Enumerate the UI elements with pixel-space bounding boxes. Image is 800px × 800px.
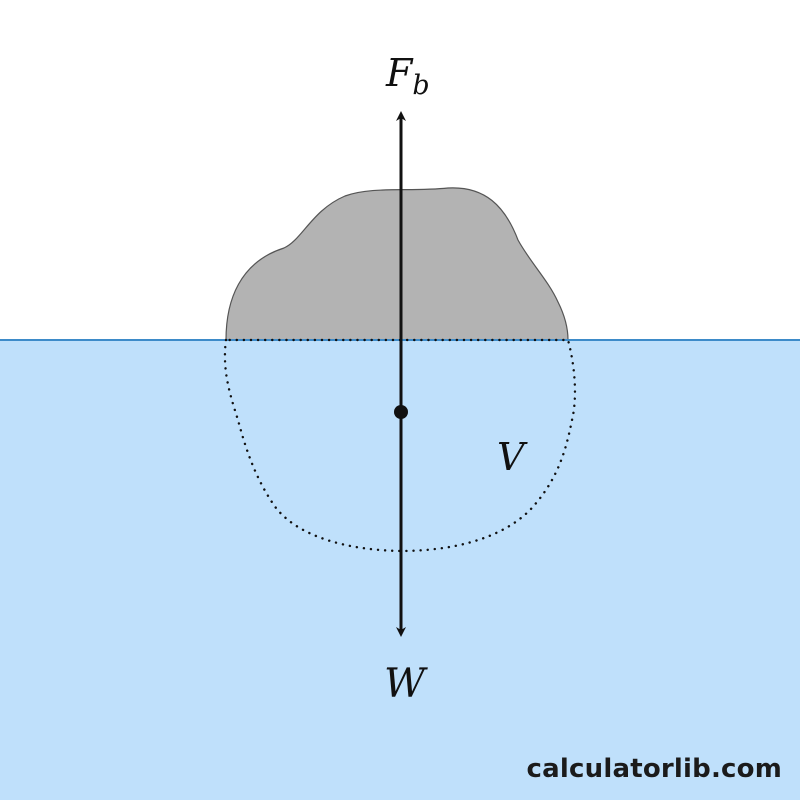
floating-object bbox=[225, 187, 569, 341]
watermark-text: calculatorlib.com bbox=[526, 754, 782, 784]
buoyant-force-label-main: F bbox=[385, 51, 414, 95]
center-of-mass-dot bbox=[394, 405, 408, 419]
weight-label: W bbox=[384, 661, 428, 707]
buoyant-force-label: Fb bbox=[385, 51, 430, 101]
buoyant-force-label-sub: b bbox=[412, 70, 429, 101]
displaced-volume-label: V bbox=[497, 435, 528, 479]
